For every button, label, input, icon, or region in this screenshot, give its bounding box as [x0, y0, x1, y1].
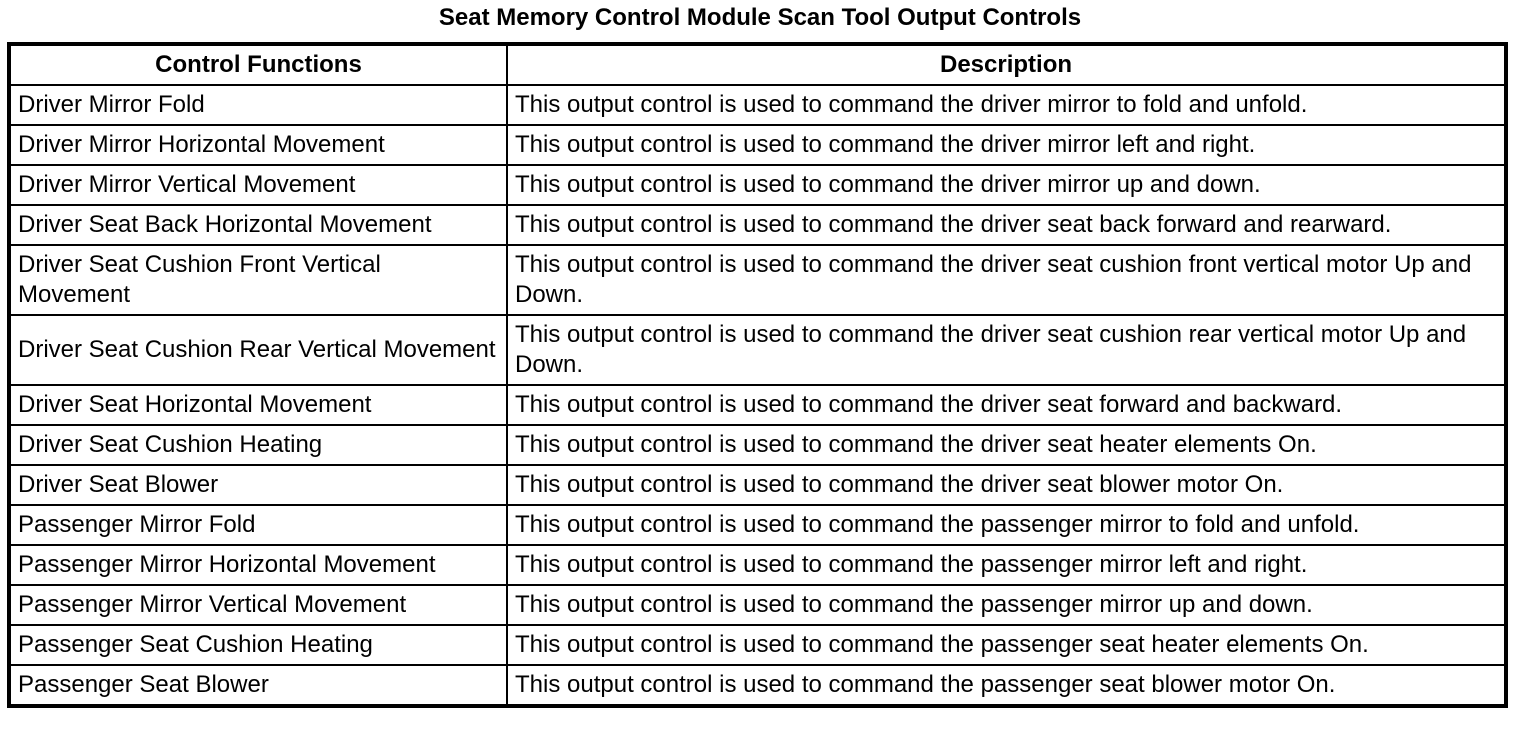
scan-tool-output-controls-table: Control Functions Description Driver Mir…: [7, 42, 1508, 708]
control-function-cell: Driver Seat Cushion Heating: [8, 424, 508, 466]
description-cell: This output control is used to command t…: [506, 314, 1507, 386]
header-row: Control Functions Description: [8, 43, 1507, 86]
description-cell: This output control is used to command t…: [506, 504, 1507, 546]
control-function-cell: Passenger Mirror Horizontal Movement: [8, 544, 508, 586]
description-cell: This output control is used to command t…: [506, 544, 1507, 586]
control-function-cell: Driver Mirror Vertical Movement: [8, 164, 508, 206]
description-cell: This output control is used to command t…: [506, 124, 1507, 166]
description-cell: This output control is used to command t…: [506, 384, 1507, 426]
table-header: Control Functions Description: [8, 43, 1507, 86]
column-header-control-functions: Control Functions: [8, 43, 508, 86]
control-function-cell: Driver Seat Cushion Front Vertical Movem…: [8, 244, 508, 316]
description-cell: This output control is used to command t…: [506, 164, 1507, 206]
description-cell: This output control is used to command t…: [506, 424, 1507, 466]
description-cell: This output control is used to command t…: [506, 664, 1507, 707]
page: Seat Memory Control Module Scan Tool Out…: [0, 4, 1520, 708]
control-function-cell: Passenger Mirror Vertical Movement: [8, 584, 508, 626]
control-function-cell: Driver Mirror Horizontal Movement: [8, 124, 508, 166]
description-cell: This output control is used to command t…: [506, 464, 1507, 506]
page-title: Seat Memory Control Module Scan Tool Out…: [438, 4, 1082, 31]
control-function-cell: Driver Mirror Fold: [8, 84, 508, 126]
control-function-cell: Driver Seat Horizontal Movement: [8, 384, 508, 426]
table-row: Driver Seat Cushion Front Vertical Movem…: [8, 244, 1507, 316]
control-function-cell: Passenger Seat Blower: [8, 664, 508, 707]
description-cell: This output control is used to command t…: [506, 84, 1507, 126]
control-function-cell: Driver Seat Blower: [8, 464, 508, 506]
column-header-description: Description: [506, 43, 1507, 86]
control-function-cell: Passenger Mirror Fold: [8, 504, 508, 546]
description-cell: This output control is used to command t…: [506, 624, 1507, 666]
description-cell: This output control is used to command t…: [506, 204, 1507, 246]
control-function-cell: Driver Seat Cushion Rear Vertical Moveme…: [8, 314, 508, 386]
control-function-cell: Driver Seat Back Horizontal Movement: [8, 204, 508, 246]
description-cell: This output control is used to command t…: [506, 244, 1507, 316]
table-row: Driver Seat Cushion Rear Vertical Moveme…: [8, 314, 1507, 386]
description-cell: This output control is used to command t…: [506, 584, 1507, 626]
control-function-cell: Passenger Seat Cushion Heating: [8, 624, 508, 666]
